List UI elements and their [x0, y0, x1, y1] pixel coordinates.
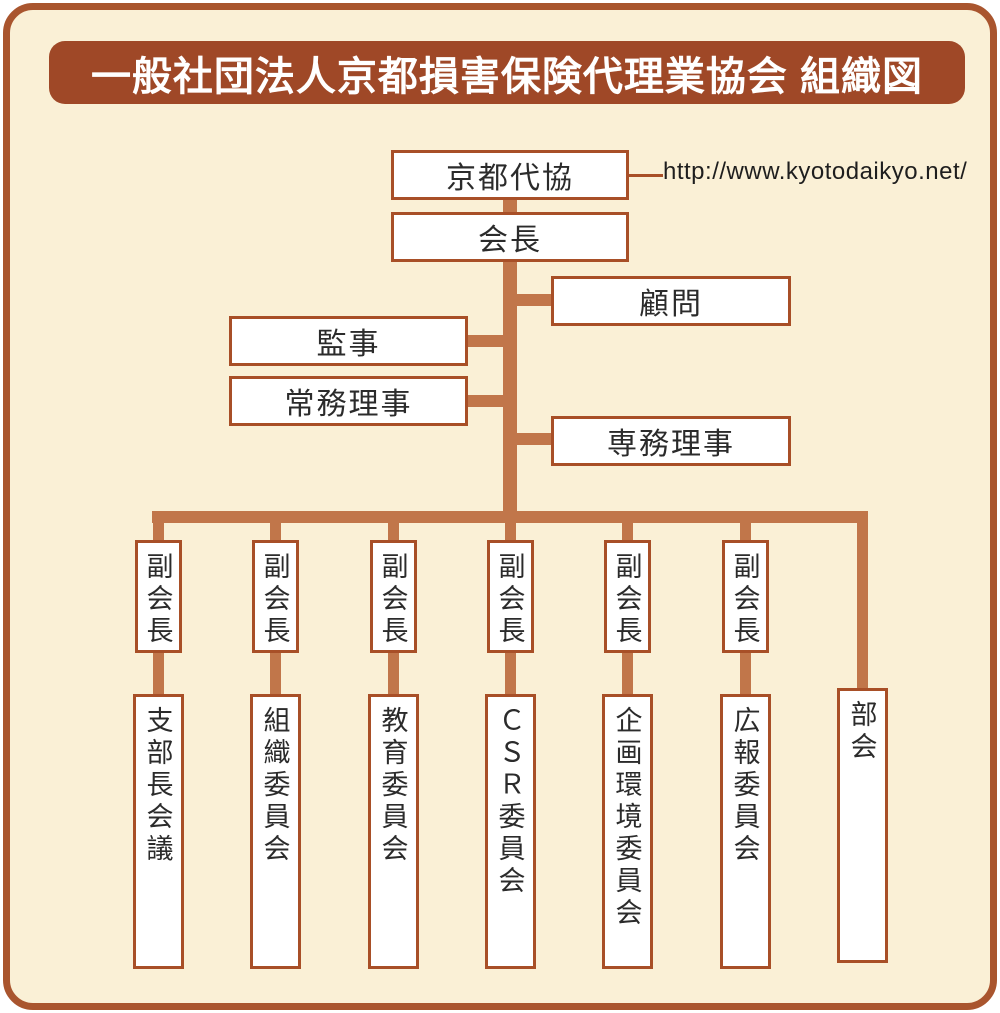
connector-url [627, 174, 663, 177]
managing-director-label: 常務理事 [284, 388, 413, 421]
box-vice-chair-6: 副会長 [721, 540, 769, 653]
box-csr-committee: ＣＳＲ委員会 [484, 694, 536, 969]
chart-panel: 一般社団法人京都損害保険代理業協会 組織図 京都代協 http://www.ky… [3, 3, 997, 1010]
connector-col6-lower [739, 650, 751, 697]
unit-label: 広報委員会 [729, 706, 760, 866]
root-label: 京都代協 [446, 162, 574, 195]
connector-col7-drop [856, 519, 868, 691]
connector-advisor [510, 294, 555, 306]
connector-col5-upper [621, 519, 633, 543]
unit-label: 支部長会議 [142, 706, 173, 866]
box-pr-committee: 広報委員会 [719, 694, 771, 969]
box-subgroup: 部会 [836, 688, 888, 963]
box-root: 京都代協 [391, 150, 629, 200]
connector-col3-upper [387, 519, 399, 543]
chart-title-bar: 一般社団法人京都損害保険代理業協会 組織図 [49, 41, 965, 104]
unit-label: 組織委員会 [259, 706, 290, 866]
box-branch-managers-meeting: 支部長会議 [132, 694, 184, 969]
vice-chair-label: 副会長 [729, 552, 760, 648]
box-planning-environment-committee: 企画環境委員会 [601, 694, 653, 969]
unit-label: ＣＳＲ委員会 [494, 706, 525, 898]
box-auditor: 監事 [229, 316, 468, 366]
connector-col5-lower [621, 650, 633, 697]
vice-chair-label: 副会長 [142, 552, 173, 648]
website-url: http://www.kyotodaikyo.net/ [663, 158, 968, 185]
unit-label: 教育委員会 [377, 706, 408, 866]
connector-col2-upper [269, 519, 281, 543]
connector-col4-lower [504, 650, 516, 697]
vice-chair-label: 副会長 [494, 552, 525, 648]
connector-auditor [465, 335, 510, 347]
unit-label: 部会 [846, 700, 877, 764]
box-managing-director: 常務理事 [229, 376, 468, 426]
box-vice-chair-3: 副会長 [369, 540, 417, 653]
box-vice-chair-1: 副会長 [134, 540, 182, 653]
box-vice-chair-4: 副会長 [486, 540, 534, 653]
connector-trunk [503, 258, 517, 523]
box-education-committee: 教育委員会 [367, 694, 419, 969]
connector-col4-upper [504, 519, 516, 543]
box-chairman: 会長 [391, 212, 629, 262]
connector-col6-upper [739, 519, 751, 543]
vice-chair-label: 副会長 [611, 552, 642, 648]
vice-chair-label: 副会長 [377, 552, 408, 648]
connector-distributor [152, 511, 868, 523]
connector-root-chairman [503, 196, 517, 216]
box-vice-chair-5: 副会長 [603, 540, 651, 653]
box-vice-chair-2: 副会長 [251, 540, 299, 653]
vice-chair-label: 副会長 [259, 552, 290, 648]
connector-col1-upper [152, 519, 164, 543]
box-advisor: 顧問 [551, 276, 791, 326]
connector-col2-lower [269, 650, 281, 697]
auditor-label: 監事 [316, 328, 381, 361]
unit-label: 企画環境委員会 [611, 706, 642, 930]
connector-col3-lower [387, 650, 399, 697]
box-executive-director: 専務理事 [551, 416, 791, 466]
chart-title: 一般社団法人京都損害保険代理業協会 組織図 [90, 54, 924, 99]
connector-col1-lower [152, 650, 164, 697]
connector-executive-director [510, 433, 555, 445]
box-organization-committee: 組織委員会 [249, 694, 301, 969]
executive-director-label: 専務理事 [607, 428, 735, 461]
advisor-label: 顧問 [639, 288, 703, 321]
chairman-label: 会長 [478, 224, 542, 257]
connector-managing-director [465, 395, 510, 407]
